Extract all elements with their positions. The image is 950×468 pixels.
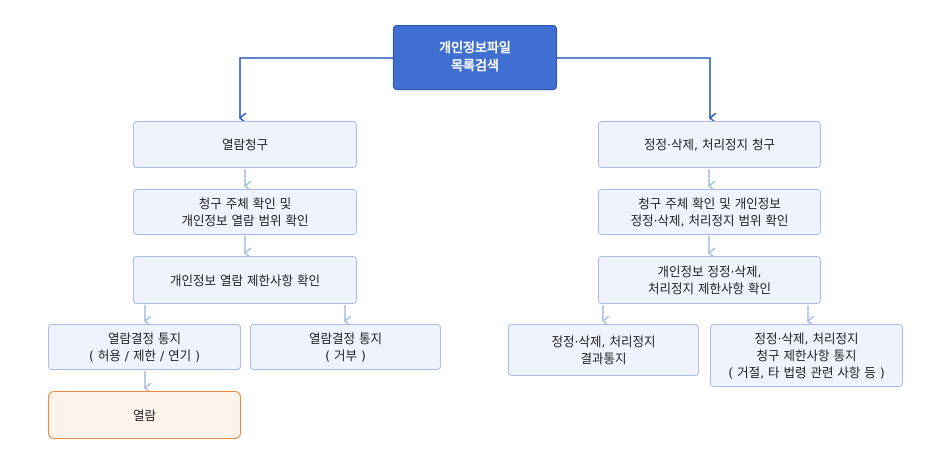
- right-notice-line-3: ( 거절, 타 법령 관련 사항 등 ): [728, 365, 885, 380]
- right-result-line-2: 결과통지: [580, 351, 627, 366]
- right-request-node: 정정·삭제, 처리정지 청구: [598, 121, 821, 168]
- right-verify-line-1: 청구 주체 확인 및 개인정보: [638, 196, 781, 211]
- left-notice-allow-line-2: ( 허용 / 제한 / 연기 ): [88, 348, 201, 363]
- right-result-line-1: 정정·삭제, 처리정지: [551, 334, 656, 349]
- top-node-line-2: 목록검색: [451, 58, 499, 74]
- left-restrict-node: 개인정보 열람 제한사항 확인: [133, 256, 357, 304]
- left-notice-deny-line-2: ( 거부 ): [325, 348, 366, 363]
- arrow-top-to-left-request: [240, 57, 393, 118]
- left-notice-deny-node: 열람결정 통지 ( 거부 ): [250, 324, 441, 370]
- right-restrict-node: 개인정보 정정·삭제, 처리정지 제한사항 확인: [598, 256, 821, 304]
- arrow-top-to-right-request: [557, 57, 710, 118]
- top-node-line-1: 개인정보파일: [439, 40, 511, 56]
- right-request-label: 정정·삭제, 처리정지 청구: [644, 137, 775, 152]
- right-verify-node: 청구 주체 확인 및 개인정보 정정·삭제, 처리정지 범위 확인: [598, 189, 821, 235]
- top-node-file-search: 개인정보파일 목록검색: [393, 25, 557, 90]
- left-final-label: 열람: [132, 407, 156, 423]
- right-notice-line-2: 청구 제한사항 통지: [756, 348, 857, 363]
- right-verify-line-2: 정정·삭제, 처리정지 범위 확인: [630, 213, 789, 228]
- right-notice-line-1: 정정·삭제, 처리정지: [754, 331, 859, 346]
- left-verify-line-1: 청구 주체 확인 및: [198, 196, 292, 211]
- left-notice-allow-node: 열람결정 통지 ( 허용 / 제한 / 연기 ): [48, 324, 241, 370]
- left-notice-deny-line-1: 열람결정 통지: [309, 331, 382, 346]
- left-restrict-label: 개인정보 열람 제한사항 확인: [170, 272, 320, 288]
- right-result-node: 정정·삭제, 처리정지 결과통지: [508, 324, 699, 376]
- right-restrict-line-1: 개인정보 정정·삭제,: [657, 264, 762, 279]
- left-final-view-node: 열람: [48, 391, 241, 439]
- left-verify-line-2: 개인정보 열람 범위 확인: [181, 213, 309, 228]
- left-notice-allow-line-1: 열람결정 통지: [108, 331, 181, 346]
- left-verify-node: 청구 주체 확인 및 개인정보 열람 범위 확인: [133, 189, 357, 235]
- left-request-node: 열람청구: [133, 121, 357, 168]
- left-request-label: 열람청구: [221, 137, 268, 152]
- right-restrict-line-2: 처리정지 제한사항 확인: [648, 281, 771, 296]
- right-notice-restrict-node: 정정·삭제, 처리정지 청구 제한사항 통지 ( 거절, 타 법령 관련 사항 …: [710, 324, 903, 387]
